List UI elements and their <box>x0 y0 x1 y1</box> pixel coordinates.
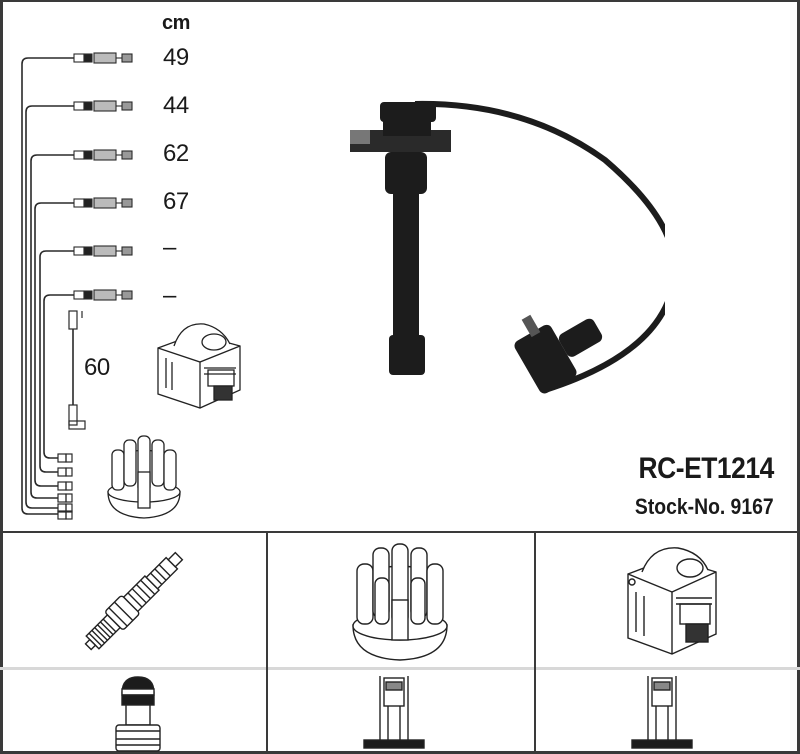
unit-label: cm <box>162 12 190 34</box>
cable-length-2: 44 <box>163 92 189 119</box>
ignition-coil-icon <box>157 323 241 409</box>
column-divider-1 <box>266 532 268 754</box>
cable-harness-diagram-icon <box>21 52 133 520</box>
ignition-coil-large-icon <box>627 547 717 655</box>
stock-number: 9167 <box>730 494 774 519</box>
cable-length-6: – <box>163 282 176 309</box>
cable-length-4: 67 <box>163 188 189 215</box>
coil-cable-length: 60 <box>84 354 110 381</box>
distributor-connector-icon <box>363 676 425 749</box>
spark-plug-icon <box>84 551 184 651</box>
product-photo-ignition-cable <box>350 100 665 394</box>
cable-length-3: 62 <box>163 140 189 167</box>
stock-number-label: Stock-No.9167 <box>635 494 774 520</box>
top-section: cm 49 44 62 67 – – 60 <box>21 12 775 520</box>
distributor-cap-large-icon <box>352 543 448 661</box>
coil-connector-icon <box>631 676 693 749</box>
column-divider-2 <box>534 532 536 754</box>
distributor-cap-icon <box>107 435 181 519</box>
section-divider <box>0 531 800 533</box>
stock-label: Stock-No. <box>635 494 726 519</box>
spark-plug-connector-icon <box>115 676 161 752</box>
row-divider <box>0 667 800 670</box>
cable-length-5: – <box>163 234 176 261</box>
cable-length-1: 49 <box>163 44 189 71</box>
part-number: RC-ET1214 <box>638 452 775 485</box>
